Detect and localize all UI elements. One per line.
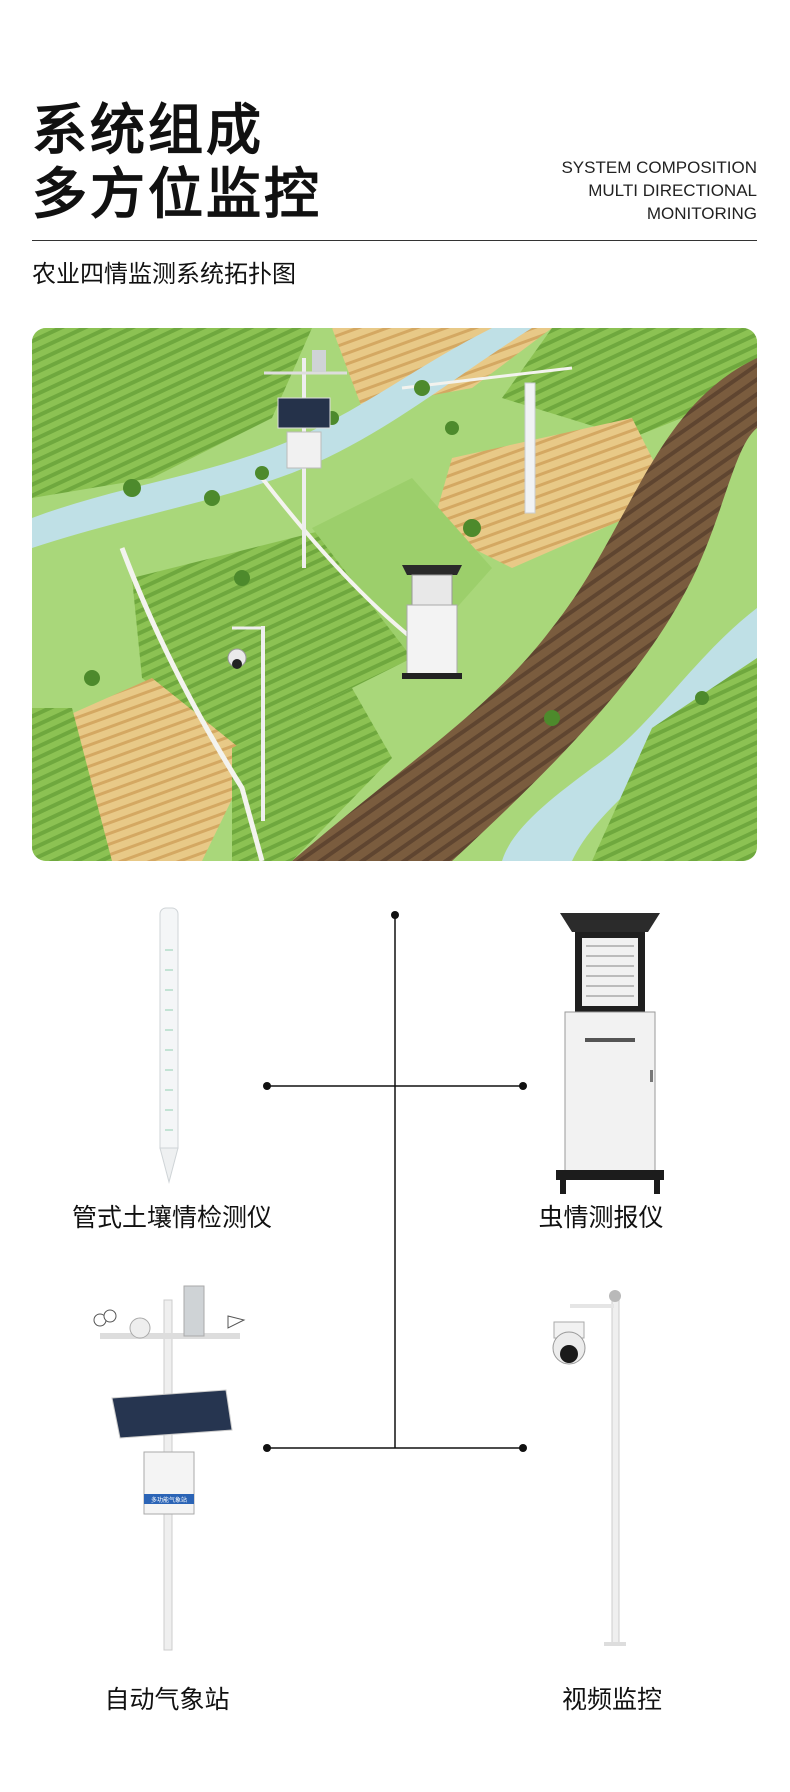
station-box-label: 多功能气象站 [151,1496,187,1504]
english-title-line-1: SYSTEM COMPOSITION [561,158,757,177]
section-subtitle: 农业四情监测系统拓扑图 [32,260,296,288]
video-device-label: 视频监控 [561,1685,663,1714]
scene-camera-pole [227,626,265,821]
node-soil [263,1082,271,1090]
scene-weather-station [264,350,347,568]
weather-station-icon: 多功能气象站 [93,1285,246,1651]
topology-diagram: 多功能气象站 管式土壤情检测仪 虫情测报仪 自动气象站 视频监控 [0,880,790,1780]
soil-device-label: 管式土壤情检测仪 [71,1203,273,1232]
english-title-line-3: MONITORING [646,204,757,223]
trunk-node [391,911,399,919]
dome-camera-icon [552,1290,626,1646]
pest-forecast-lamp-icon [556,913,664,1194]
node-weather [263,1444,271,1452]
scene-pest-lamp [402,565,462,679]
english-title: SYSTEM COMPOSITION MULTI DIRECTIONAL MON… [561,156,757,225]
farmland-scene-image [32,328,757,861]
soil-moisture-tube-icon [159,907,179,1184]
weather-device-label: 自动气象站 [104,1685,230,1714]
page-title: 系统组成 多方位监控 [32,98,322,226]
english-title-line-2: MULTI DIRECTIONAL [588,181,757,200]
title-line-1: 系统组成 [32,98,265,162]
node-video [519,1444,527,1452]
title-line-2: 多方位监控 [32,162,323,226]
pest-device-label: 虫情测报仪 [538,1203,664,1232]
divider [32,240,757,241]
node-pest [519,1082,527,1090]
